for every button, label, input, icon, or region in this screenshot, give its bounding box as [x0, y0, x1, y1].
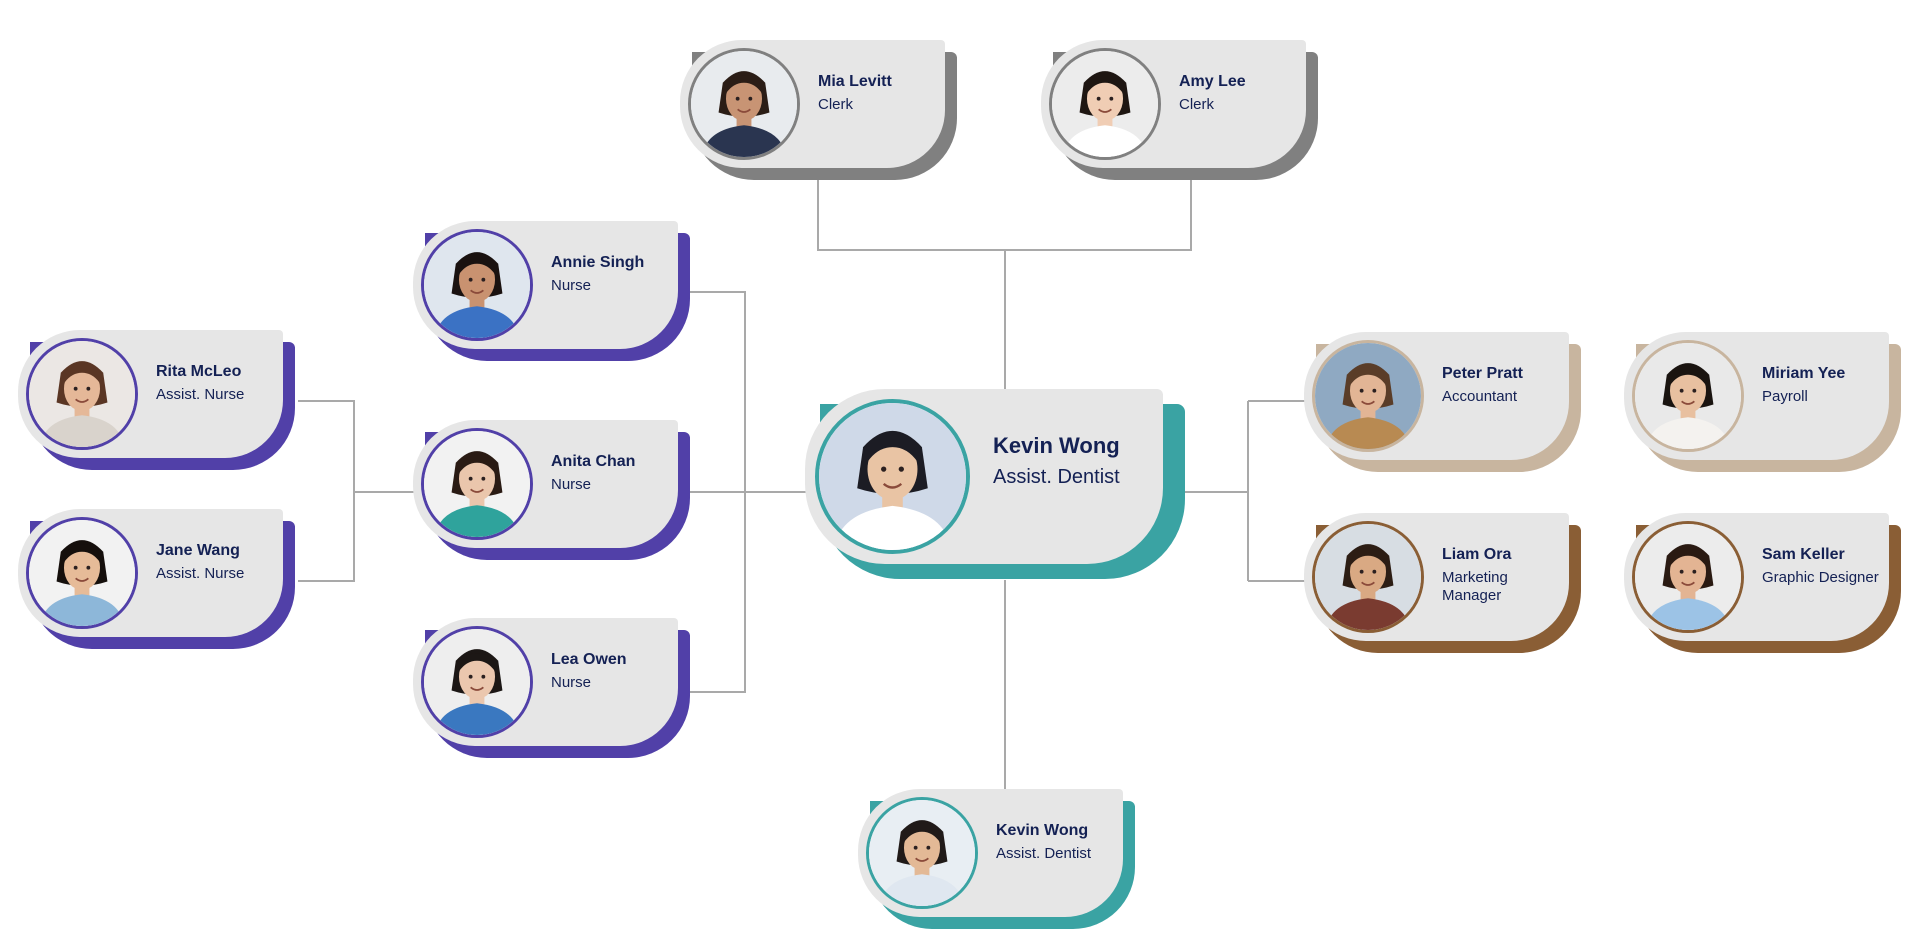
- person-card-bottom[interactable]: Kevin Wong Assist. Dentist: [858, 789, 1138, 929]
- person-portrait-icon: [819, 403, 966, 550]
- person-card-right-inner-2[interactable]: Liam Ora Marketing Manager: [1304, 513, 1584, 653]
- person-name: Annie Singh: [551, 254, 645, 271]
- connector-left-outer: [298, 400, 418, 582]
- person-name: Anita Chan: [551, 453, 636, 470]
- person-card-right-inner-1[interactable]: Peter Pratt Accountant: [1304, 332, 1584, 472]
- person-name: Kevin Wong: [993, 433, 1120, 458]
- avatar: [688, 48, 800, 160]
- person-card-top-2[interactable]: Amy Lee Clerk: [1041, 40, 1321, 180]
- avatar: [1049, 48, 1161, 160]
- person-role: Marketing Manager: [1442, 569, 1508, 604]
- person-name: Rita McLeo: [156, 363, 242, 380]
- avatar: [421, 229, 533, 341]
- person-portrait-icon: [424, 232, 530, 338]
- avatar: [866, 797, 978, 909]
- person-portrait-icon: [1052, 51, 1158, 157]
- person-portrait-icon: [1635, 343, 1741, 449]
- avatar: [26, 517, 138, 629]
- person-role: Nurse: [551, 277, 592, 294]
- person-card-right-outer-2[interactable]: Sam Keller Graphic Designer: [1624, 513, 1904, 653]
- person-card-center[interactable]: Kevin Wong Assist. Dentist: [805, 389, 1185, 579]
- person-card-left-outer-1[interactable]: Rita McLeo Assist. Nurse: [18, 330, 298, 470]
- person-name: Liam Ora: [1442, 546, 1512, 563]
- person-card-top-1[interactable]: Mia Levitt Clerk: [680, 40, 960, 180]
- person-name: Amy Lee: [1179, 73, 1246, 90]
- person-card-right-outer-1[interactable]: Miriam Yee Payroll: [1624, 332, 1904, 472]
- person-role: Clerk: [818, 96, 854, 113]
- person-portrait-icon: [1315, 343, 1421, 449]
- person-card-left-inner-1[interactable]: Annie Singh Nurse: [413, 221, 693, 361]
- person-role: Nurse: [551, 476, 592, 493]
- person-card-left-inner-2[interactable]: Anita Chan Nurse: [413, 420, 693, 560]
- person-name: Kevin Wong: [996, 822, 1089, 839]
- person-role: Accountant: [1442, 388, 1518, 405]
- avatar: [1632, 340, 1744, 452]
- person-role: Clerk: [1179, 96, 1215, 113]
- person-name: Jane Wang: [156, 542, 240, 559]
- connector-left-inner: [690, 291, 812, 693]
- avatar: [1312, 521, 1424, 633]
- avatar: [1312, 340, 1424, 452]
- person-card-left-outer-2[interactable]: Jane Wang Assist. Nurse: [18, 509, 298, 649]
- avatar: [815, 399, 970, 554]
- connector-right: [1185, 400, 1305, 582]
- person-role: Assist. Dentist: [996, 845, 1092, 862]
- person-role: Assist. Nurse: [156, 386, 245, 403]
- person-portrait-icon: [1315, 524, 1421, 630]
- person-name: Miriam Yee: [1762, 365, 1846, 382]
- person-role: Graphic Designer: [1762, 569, 1879, 586]
- person-name: Lea Owen: [551, 651, 627, 668]
- person-portrait-icon: [1635, 524, 1741, 630]
- avatar: [421, 626, 533, 738]
- avatar: [26, 338, 138, 450]
- person-role: Payroll: [1762, 388, 1808, 405]
- avatar: [1632, 521, 1744, 633]
- person-portrait-icon: [29, 520, 135, 626]
- person-name: Mia Levitt: [818, 73, 892, 90]
- person-portrait-icon: [691, 51, 797, 157]
- person-portrait-icon: [424, 431, 530, 537]
- connector-top: [817, 178, 1192, 390]
- person-name: Peter Pratt: [1442, 365, 1523, 382]
- person-role: Assist. Dentist: [993, 466, 1120, 488]
- person-name: Sam Keller: [1762, 546, 1845, 563]
- person-portrait-icon: [424, 629, 530, 735]
- avatar: [421, 428, 533, 540]
- person-portrait-icon: [869, 800, 975, 906]
- person-card-left-inner-3[interactable]: Lea Owen Nurse: [413, 618, 693, 758]
- person-portrait-icon: [29, 341, 135, 447]
- person-role: Assist. Nurse: [156, 565, 245, 582]
- person-role: Nurse: [551, 674, 592, 691]
